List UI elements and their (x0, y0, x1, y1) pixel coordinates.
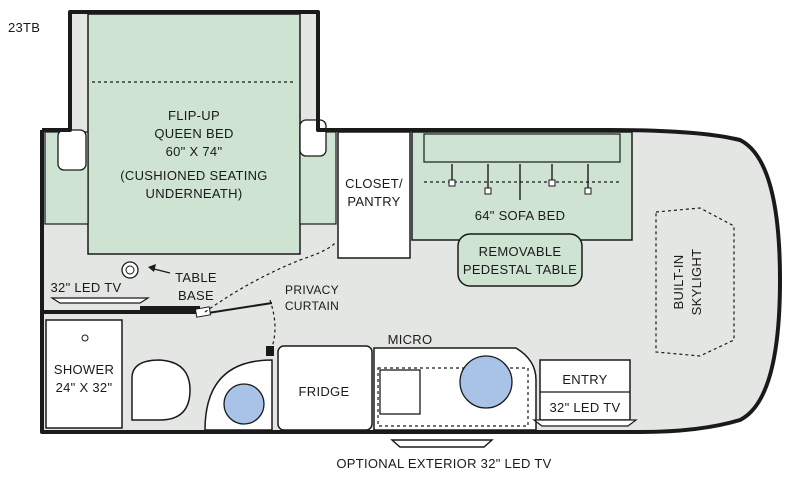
shower-label-1: SHOWER (54, 362, 114, 377)
bed-label-3: 60" X 74" (166, 144, 223, 159)
bed-cushion-left (57, 129, 87, 171)
privacy-label-1: PRIVACY (285, 283, 339, 297)
galley-sink (459, 355, 513, 409)
fridge-label: FRIDGE (299, 384, 350, 399)
pedestal-table (457, 233, 583, 287)
toilet (131, 359, 191, 421)
exterior-tv-label: OPTIONAL EXTERIOR 32" LED TV (336, 456, 551, 471)
sofa-hinges (448, 164, 592, 200)
bath-door (207, 302, 273, 314)
sofa-back (423, 133, 621, 163)
closet-label-2: PANTRY (347, 194, 400, 209)
closet-pantry (337, 131, 411, 259)
entry-label: ENTRY (562, 372, 607, 387)
led-tv-left-icon (49, 297, 151, 304)
bed-label-1: FLIP-UP (168, 108, 220, 123)
entry-step (539, 359, 631, 421)
micro-label: MICRO (388, 332, 433, 347)
led-tv-entry-icon (532, 419, 638, 427)
skylight-label-2: SKYLIGHT (689, 249, 704, 316)
exterior-tv-icon (390, 439, 494, 448)
led-tv-left-label: 32" LED TV (51, 280, 122, 295)
table-label-2: PEDESTAL TABLE (463, 262, 577, 277)
table-base (121, 261, 139, 279)
sofa-label: 64" SOFA BED (475, 208, 566, 223)
privacy-label-2: CURTAIN (285, 299, 339, 313)
table-label-1: REMOVABLE (479, 244, 562, 259)
bed-cushion-right (299, 119, 327, 157)
privacy-curtain (204, 241, 337, 313)
stove (379, 369, 421, 415)
bed-label-5: UNDERNEATH) (146, 186, 243, 201)
bed-label-4: (CUSHIONED SEATING (120, 168, 267, 183)
skylight (655, 207, 735, 357)
closet-label-1: CLOSET/ (345, 176, 403, 191)
led-tv-entry-label: 32" LED TV (550, 400, 621, 415)
table-base-label-1: TABLE (175, 270, 217, 285)
skylight-label-1: BUILT-IN (671, 255, 686, 310)
model-number: 23TB (8, 20, 40, 35)
shower-label-2: 24" X 32" (56, 380, 113, 395)
bed-label-2: QUEEN BED (154, 126, 233, 141)
table-base-label-2: BASE (178, 288, 214, 303)
